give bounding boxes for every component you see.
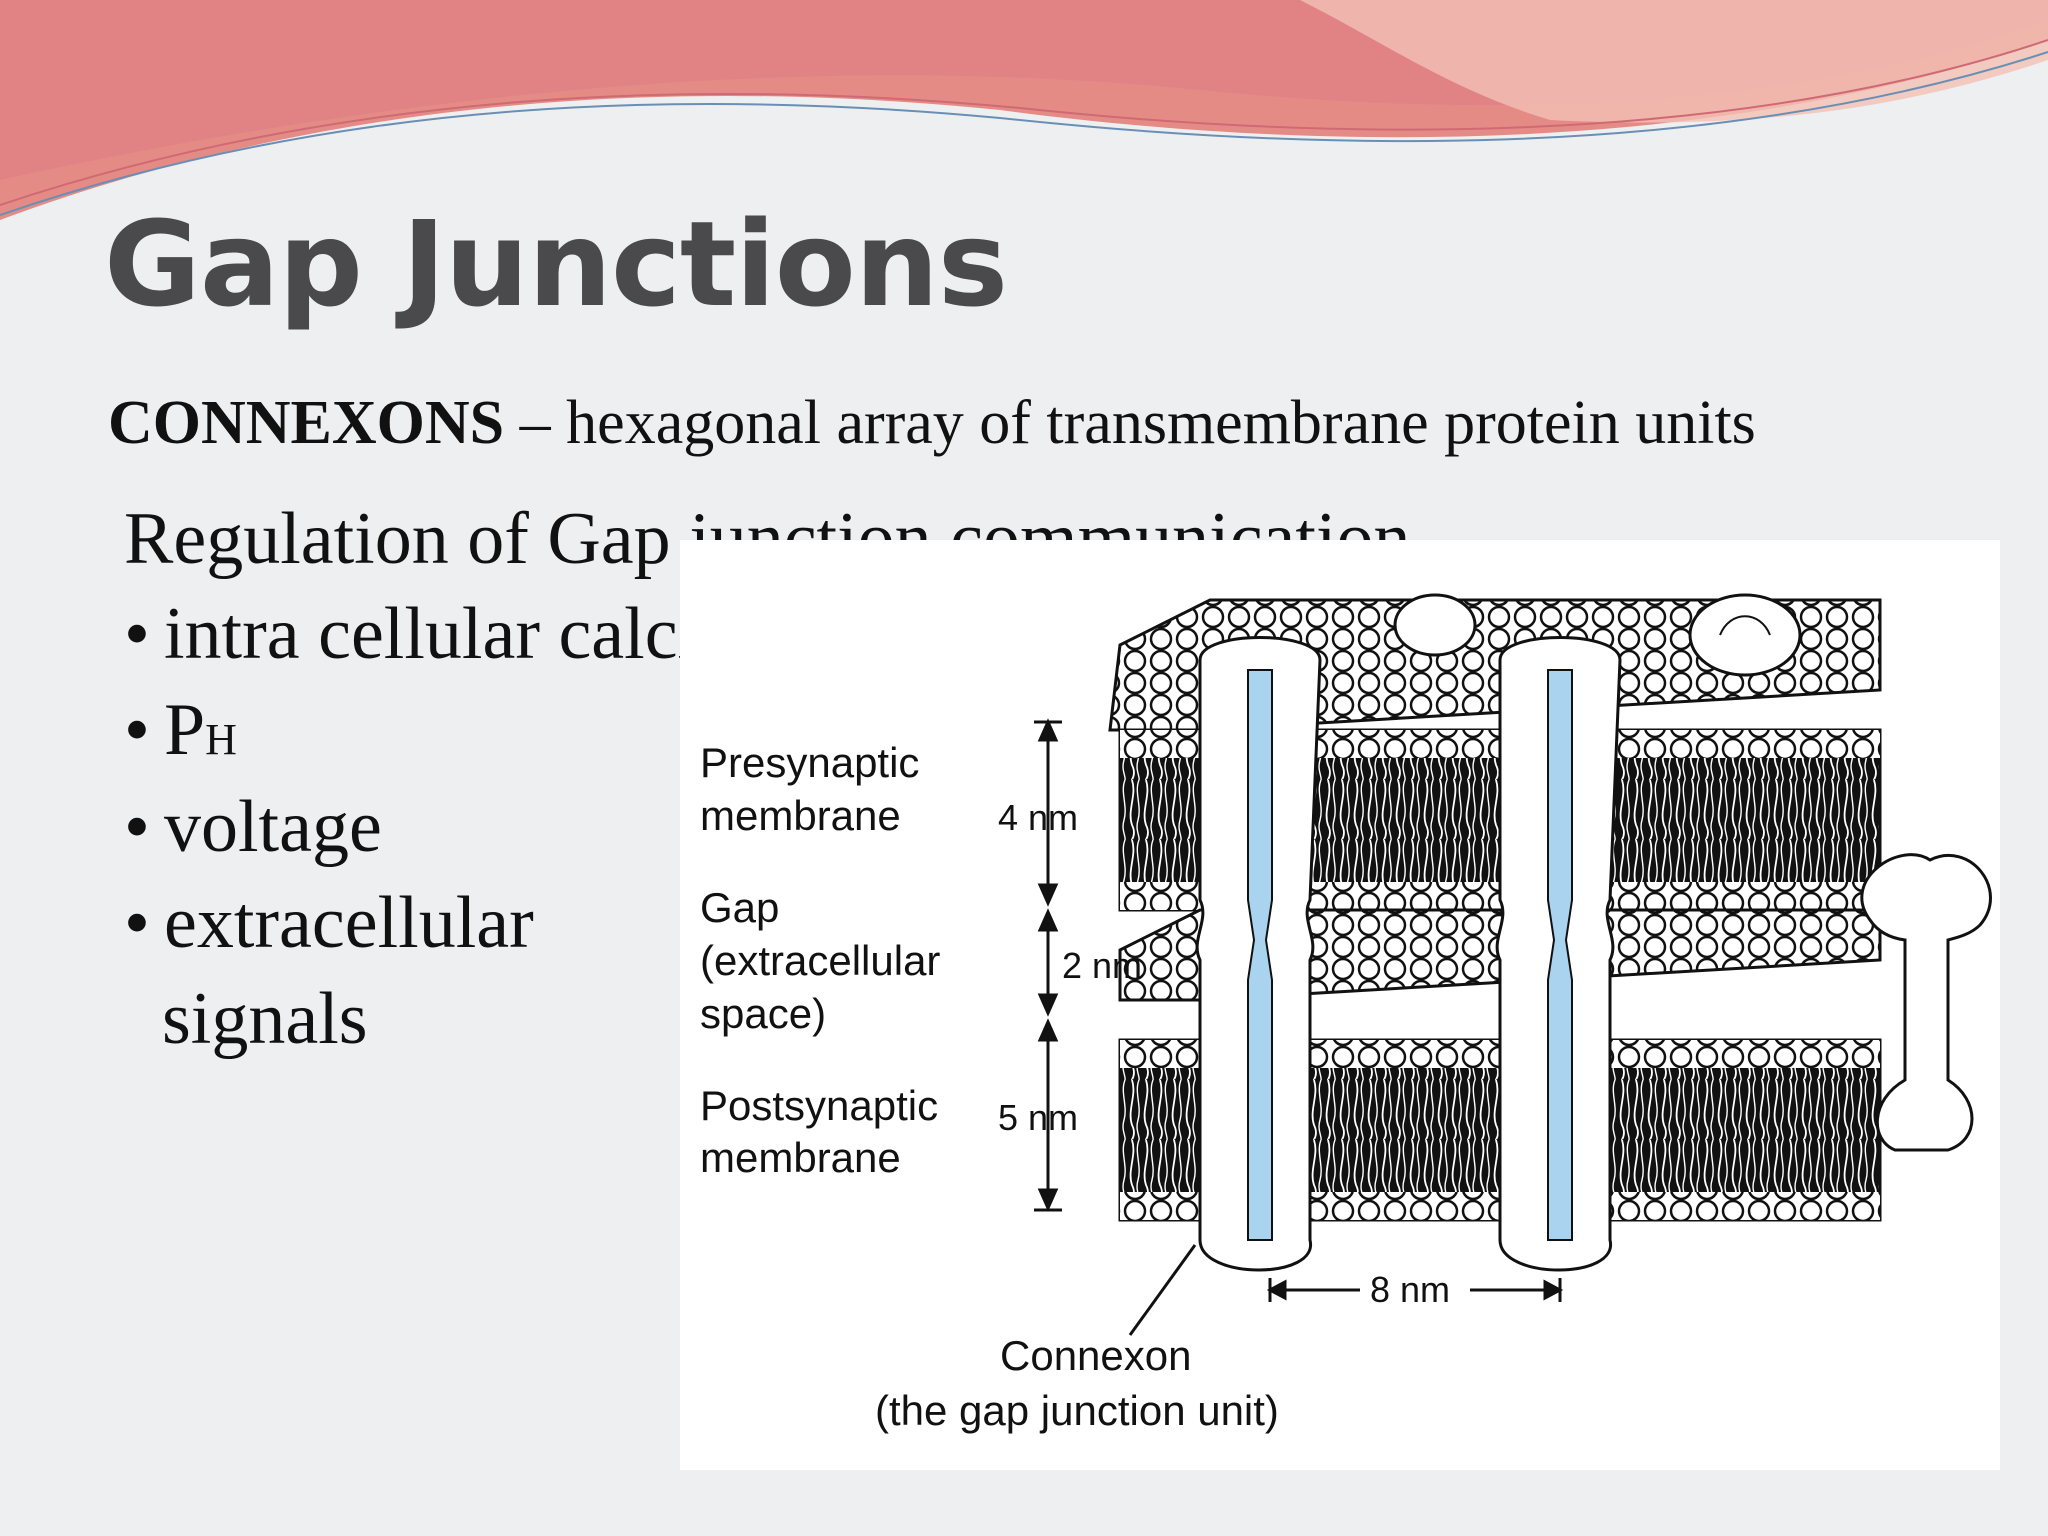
- presynaptic-label: Presynaptic: [700, 739, 919, 786]
- postsynaptic-label: Postsynaptic: [700, 1082, 938, 1129]
- gap-label: Gap: [700, 884, 779, 931]
- transmembrane-protein: [1860, 853, 1992, 1152]
- bullet-text: P: [164, 689, 206, 771]
- gap-thickness: 2 nm: [1062, 945, 1142, 986]
- header-swoosh-decoration: [0, 0, 2048, 220]
- bullet-continuation: signals: [162, 978, 368, 1060]
- bullet-item-voltage: •voltage: [124, 790, 382, 864]
- presynaptic-thickness: 4 nm: [998, 797, 1078, 838]
- bullet-item-extracellular: •extracellular: [124, 886, 534, 960]
- bullet-marker: •: [124, 786, 150, 868]
- gap-label-line3: space): [700, 990, 826, 1037]
- bullet-item-ph: •PH: [124, 693, 237, 767]
- presynaptic-label-line2: membrane: [700, 792, 901, 839]
- page-title: Gap Junctions: [104, 195, 1008, 333]
- connexon-label: Connexon: [1000, 1332, 1191, 1379]
- connexons-description: – hexagonal array of transmembrane prote…: [504, 389, 1756, 457]
- postsynaptic-thickness: 5 nm: [998, 1097, 1078, 1138]
- connexon-protein: [1195, 636, 1322, 1272]
- bullet-text-sub: H: [205, 715, 237, 764]
- connexons-definition: CONNEXONS – hexagonal array of transmemb…: [108, 392, 1756, 454]
- bullet-text: extracellular: [164, 882, 534, 964]
- gap-junction-diagram: Presynaptic membrane Gap (extracellular …: [680, 540, 2000, 1470]
- bullet-marker: •: [124, 882, 150, 964]
- connexon-spacing: 8 nm: [1370, 1269, 1450, 1310]
- postsynaptic-label-line2: membrane: [700, 1134, 901, 1181]
- connexon-protein: [1495, 636, 1622, 1272]
- connexons-term: CONNEXONS: [108, 389, 505, 457]
- gap-label-line2: (extracellular: [700, 937, 940, 984]
- bullet-marker: •: [124, 689, 150, 771]
- bullet-marker: •: [124, 593, 150, 675]
- connexon-label-line2: (the gap junction unit): [875, 1387, 1279, 1434]
- bullet-text: voltage: [164, 786, 382, 868]
- membrane-illustration: [1108, 593, 1992, 1272]
